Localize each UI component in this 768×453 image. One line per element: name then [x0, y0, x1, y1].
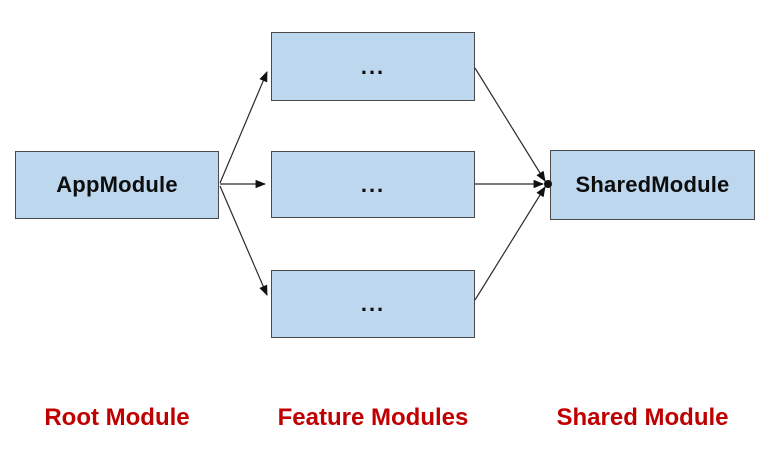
arrow-feature-top-to-shared	[474, 67, 546, 182]
arrow-app-to-feature-top	[219, 71, 268, 184]
app-module-label: AppModule	[56, 172, 178, 197]
feature-module-top-node: ...	[271, 32, 475, 101]
feature-module-bottom-label: ...	[360, 291, 386, 316]
feature-modules-caption: Feature Modules	[268, 403, 478, 433]
root-module-caption: Root Module	[15, 403, 219, 433]
feature-module-bottom-node: ...	[271, 270, 475, 338]
feature-module-middle-label: ...	[360, 171, 386, 197]
arrow-app-to-feature-bottom	[219, 185, 268, 296]
feature-modules-caption-label: Feature Modules	[277, 404, 469, 431]
shared-module-caption: Shared Module	[540, 403, 745, 433]
feature-module-top-label: ...	[360, 53, 386, 79]
root-module-caption-label: Root Module	[44, 404, 190, 431]
app-module-node: AppModule	[15, 151, 219, 219]
shared-module-label: SharedModule	[575, 172, 730, 197]
shared-module-node: SharedModule	[550, 150, 755, 220]
shared-module-caption-label: Shared Module	[556, 404, 729, 431]
feature-module-middle-node: ...	[271, 151, 475, 218]
arrow-feature-bottom-to-shared	[474, 186, 546, 301]
